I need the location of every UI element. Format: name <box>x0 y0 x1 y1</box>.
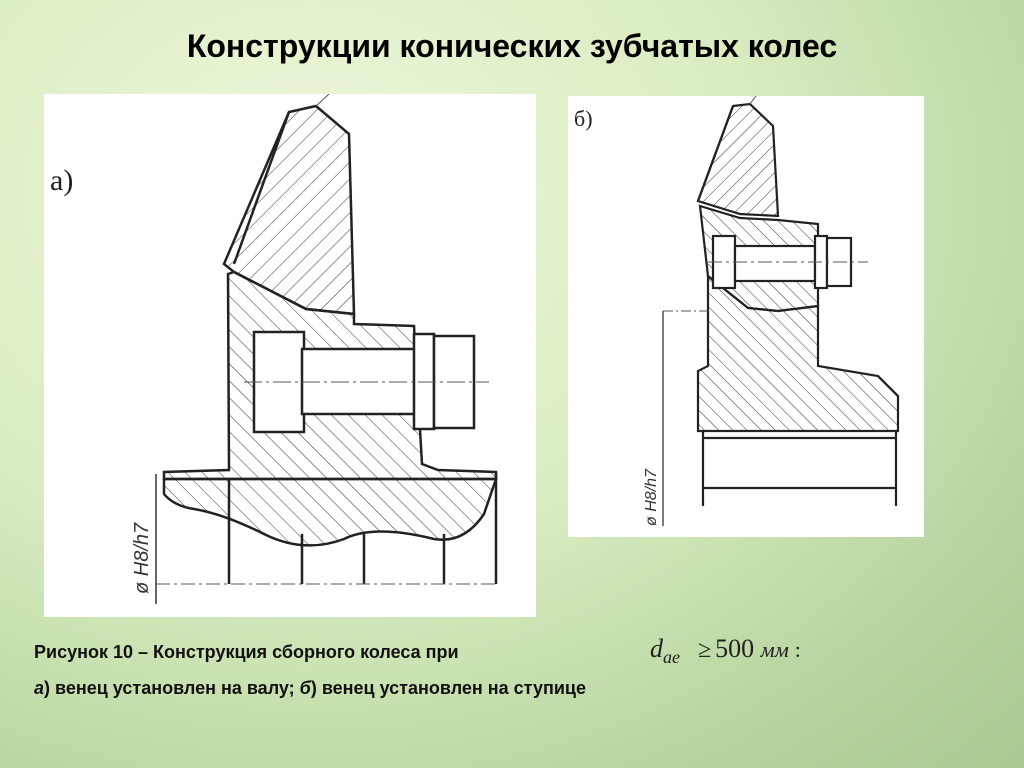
gear-rim-b <box>696 102 780 218</box>
formula-suffix: : <box>794 637 801 662</box>
caption-formula: dae ≥500 мм: <box>650 634 801 668</box>
formula-value: 500 <box>715 634 755 663</box>
slide-title: Конструкции конических зубчатых колес <box>186 28 838 64</box>
formula-unit: мм <box>760 637 789 662</box>
formula-symbol: d <box>650 634 663 663</box>
figure-b-label: б) <box>574 106 593 131</box>
figure-a-panel: а) ø H8/h7 <box>44 94 536 617</box>
bolt-shank-b <box>733 244 817 283</box>
figure-a-label: а) <box>50 164 73 197</box>
figure-b-drawing: б) ø H8/h7 <box>574 96 900 526</box>
caption-a-marker: а <box>34 678 45 698</box>
figure-b-dimension-label: ø H8/h7 <box>643 468 660 526</box>
formula-subscript: ae <box>663 647 680 667</box>
shaft-section <box>162 477 498 547</box>
caption-a-text: ) венец установлен на валу; <box>44 678 300 698</box>
caption-line-2: а) венец установлен на валу; б) венец ус… <box>34 678 586 699</box>
caption-b-text: ) венец установлен на ступице <box>310 678 586 698</box>
caption-line-1: Рисунок 10 – Конструкция сборного колеса… <box>34 642 459 663</box>
figure-a-dimension-label: ø H8/h7 <box>131 522 153 594</box>
caption-text: Рисунок 10 – Конструкция сборного колеса… <box>34 642 459 662</box>
hub-b <box>696 273 900 433</box>
figure-a-drawing: а) ø H8/h7 <box>50 94 498 604</box>
caption-b-marker: б <box>299 678 311 698</box>
formula-operator: ≥ <box>698 637 712 663</box>
figure-b-panel: б) ø H8/h7 <box>568 96 924 537</box>
